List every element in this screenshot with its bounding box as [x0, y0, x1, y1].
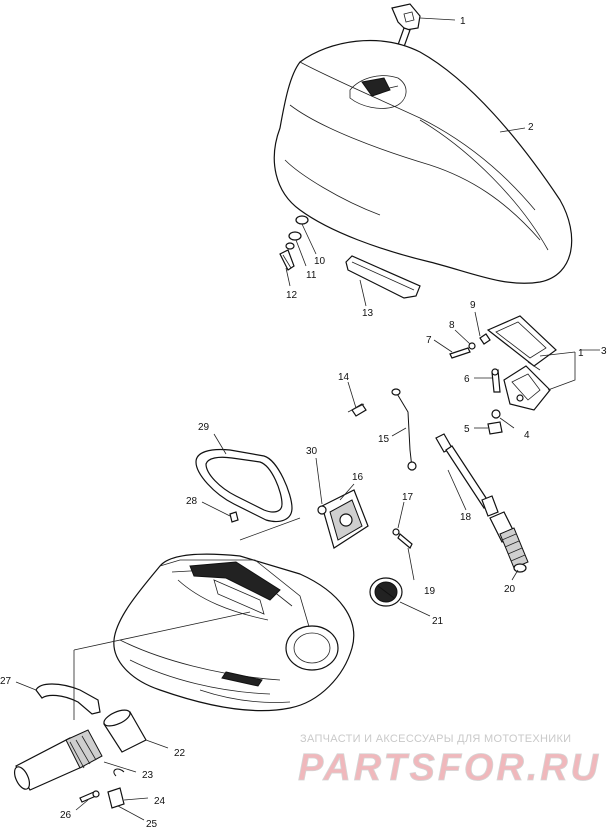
- callout-1: 1: [460, 16, 466, 27]
- part-cylinder: [103, 709, 147, 753]
- part-cap: [369, 577, 403, 607]
- callout-10: 10: [314, 256, 326, 267]
- part-small-hardware: [449, 333, 503, 435]
- part-access-plate: [321, 489, 369, 549]
- callout-12: 12: [286, 290, 298, 301]
- callout-8: 8: [449, 320, 455, 331]
- leader-lines: [15, 17, 600, 821]
- part-fasteners: [229, 505, 413, 549]
- callout-18: 18: [460, 512, 472, 523]
- callout-16: 16: [352, 472, 364, 483]
- callout-19: 19: [424, 586, 436, 597]
- callout-1-bracket: 1: [578, 348, 584, 359]
- callout-3: 3: [601, 346, 607, 357]
- part-spring: [489, 511, 529, 573]
- callout-22: 22: [174, 748, 186, 759]
- watermark-logo: PARTSFOR.RU: [298, 748, 600, 786]
- part-hood-cover: [273, 39, 573, 284]
- callout-6: 6: [464, 374, 470, 385]
- part-storage-tub: [113, 553, 355, 712]
- part-bracket-assembly: [486, 315, 557, 411]
- part-grommet-group: [279, 215, 309, 271]
- callout-21: 21: [432, 616, 444, 627]
- callout-28: 28: [186, 496, 198, 507]
- callout-23: 23: [142, 770, 154, 781]
- watermark-tagline: ЗАПЧАСТИ И АКСЕССУАРЫ ДЛЯ МОТОТЕХНИКИ: [300, 733, 572, 745]
- part-handle: [35, 683, 101, 715]
- part-gas-strut: [435, 433, 499, 517]
- part-cable: [347, 388, 417, 471]
- callout-5: 5: [464, 424, 470, 435]
- part-flashlight: [13, 729, 103, 791]
- callout-24: 24: [154, 796, 166, 807]
- callout-25: 25: [146, 819, 158, 827]
- callout-2: 2: [528, 122, 534, 133]
- callout-labels: 1 2 3 4 5 6 7 8 9 10 11 12 13 14 15 16 1…: [0, 16, 607, 827]
- watermark-logo-text: PARTSFOR.RU: [298, 748, 600, 786]
- callout-29: 29: [198, 422, 210, 433]
- callout-15: 15: [378, 434, 390, 445]
- part-gasket-ring: [195, 448, 293, 523]
- callout-20: 20: [504, 584, 516, 595]
- callout-27: 27: [0, 676, 12, 687]
- part-handle-strip: [345, 255, 421, 299]
- callout-4: 4: [524, 430, 530, 441]
- callout-13: 13: [362, 308, 374, 319]
- callout-17: 17: [402, 492, 414, 503]
- callout-11: 11: [306, 270, 317, 281]
- callout-26: 26: [60, 810, 72, 821]
- callout-7: 7: [426, 335, 432, 346]
- part-clips: [79, 768, 125, 809]
- callout-14: 14: [338, 372, 350, 383]
- callout-9: 9: [470, 300, 476, 311]
- callout-30: 30: [306, 446, 318, 457]
